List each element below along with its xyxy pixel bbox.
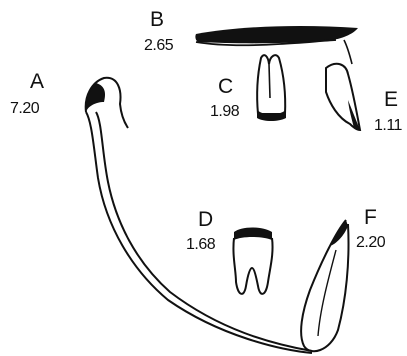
specimen-e-tooth [326,64,360,131]
specimen-b-blade [195,26,358,64]
label-c-value: 1.98 [210,103,240,120]
label-a-letter: A [30,70,44,93]
label-e-letter: E [384,88,398,111]
label-b-letter: B [150,8,164,31]
label-e-value: 1.11 [374,117,403,134]
label-e: E 1.11 [374,88,403,134]
label-d-letter: D [198,208,213,231]
label-d-value: 1.68 [186,236,216,253]
label-c: C 1.98 [210,75,240,120]
label-d: D 1.68 [186,208,216,253]
label-f-value: 2.20 [356,234,386,251]
label-f: F 2.20 [356,206,386,251]
label-c-letter: C [218,75,233,98]
specimen-d-tooth [233,228,272,294]
label-f-letter: F [364,206,377,229]
label-b-value: 2.65 [144,37,174,54]
label-a: A 7.20 [10,70,44,117]
specimen-c-tooth [257,55,286,121]
specimen-f-tooth [301,220,348,351]
label-a-value: 7.20 [10,100,40,117]
label-b: B 2.65 [144,8,174,54]
